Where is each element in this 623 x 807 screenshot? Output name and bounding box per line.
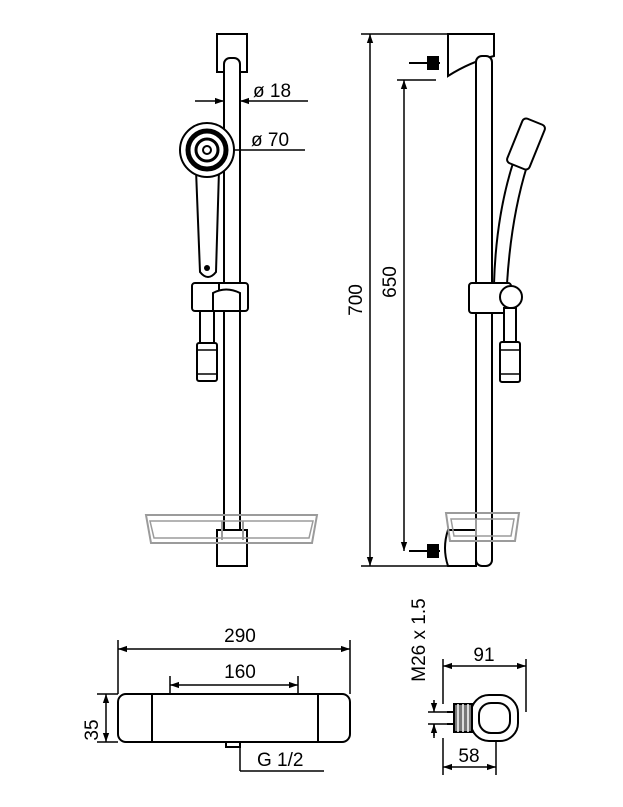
- side-slider-knob: [499, 285, 523, 309]
- side-bottom-bracket: [444, 529, 477, 567]
- front-view-shower-set: [179, 33, 249, 567]
- side-top-bracket: [447, 33, 495, 78]
- dim-total-height-label: 700: [346, 284, 367, 316]
- dim-mixer-thread: [428, 700, 447, 738]
- mixer-outlet: [225, 741, 241, 748]
- dim-mixer-depth-label: 91: [473, 645, 494, 666]
- dim-mount-spacing-label: 650: [380, 266, 401, 298]
- dim-mixer-depth-inner-label: 58: [458, 746, 479, 767]
- dim-mixer-width: [117, 640, 351, 694]
- dim-mixer-height: [97, 693, 118, 743]
- front-hand-shower-handle: [194, 169, 221, 278]
- side-hose-stub: [503, 307, 517, 343]
- dim-mixer-depth-inner: [442, 738, 497, 775]
- wall-screws: [409, 56, 440, 558]
- dim-pipe-diameter-label: ø 18: [253, 81, 291, 102]
- dim-mixer-height-label: 35: [82, 719, 103, 740]
- dim-connection: [239, 746, 324, 772]
- dim-mixer-width-label: 290: [224, 626, 256, 647]
- side-hand-shower: [492, 158, 529, 285]
- dim-head-diameter-label: ø 70: [251, 130, 289, 151]
- mixer-side-view: [447, 694, 519, 742]
- front-hose-stub: [199, 310, 215, 344]
- mixer-front-view: [117, 693, 351, 748]
- dim-mount-spacing: [397, 79, 436, 551]
- side-view-shower-set: [444, 33, 546, 567]
- dim-total-height: [361, 33, 448, 567]
- front-hose-nut: [196, 342, 218, 382]
- dim-mixer-center-label: 160: [224, 662, 256, 683]
- dim-mixer-thread-label: M26 x 1.5: [409, 598, 430, 681]
- side-shower-head: [506, 117, 546, 171]
- front-soap-shelf: [144, 514, 319, 544]
- dim-mixer-depth: [442, 659, 527, 712]
- dim-mixer-center: [169, 676, 299, 694]
- side-hose-nut: [499, 341, 521, 383]
- dim-connection-label: G 1/2: [257, 750, 303, 771]
- side-soap-shelf: [444, 512, 521, 542]
